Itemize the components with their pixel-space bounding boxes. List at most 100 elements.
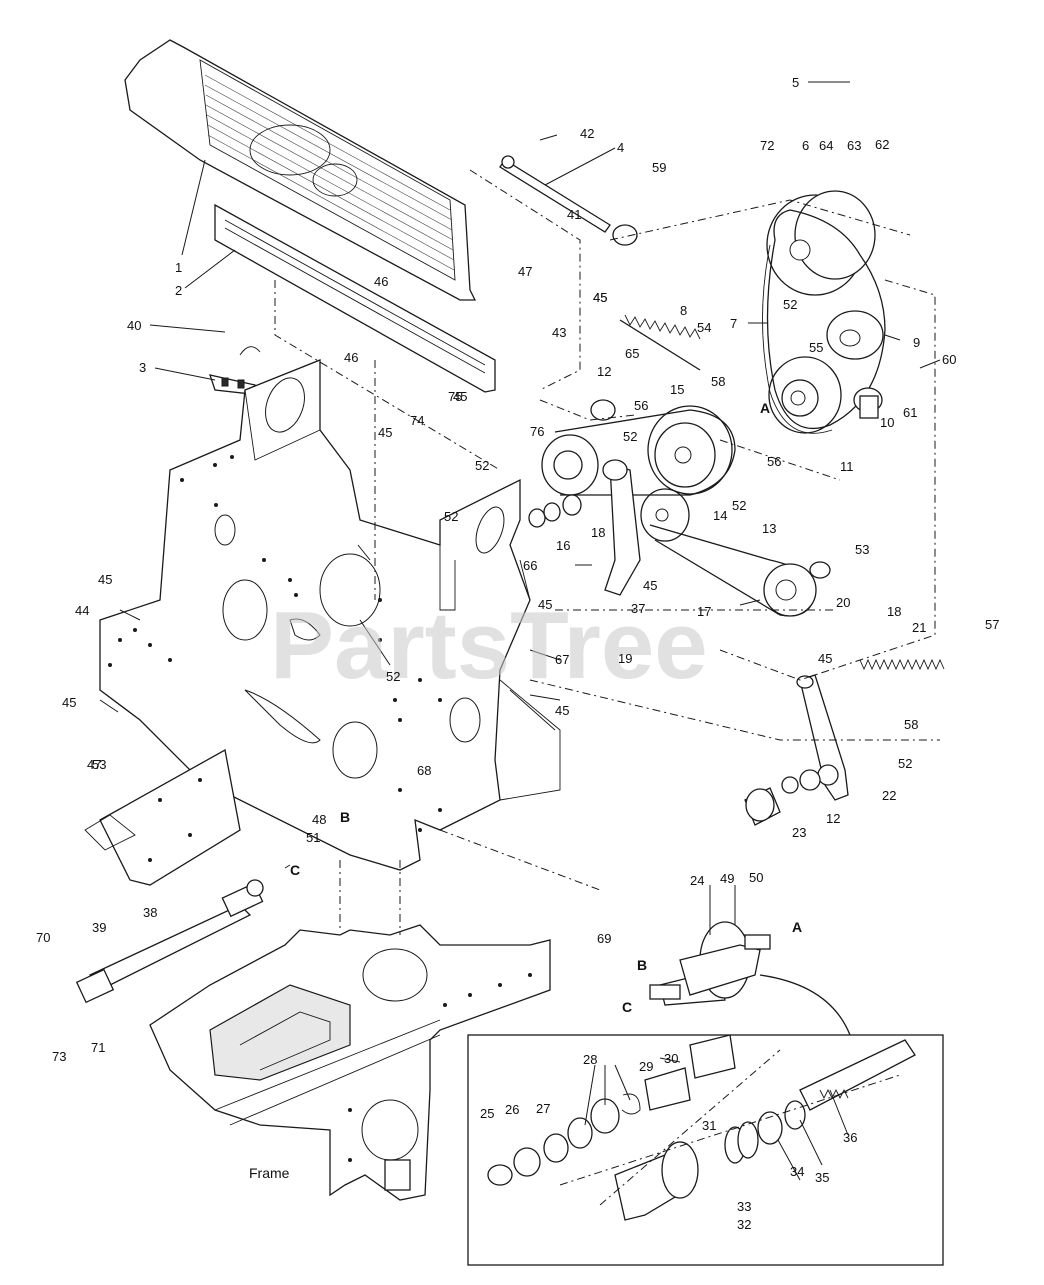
callout: 63 bbox=[847, 138, 861, 153]
callout: 31 bbox=[702, 1118, 716, 1133]
callout: 52 bbox=[386, 669, 400, 684]
callout: 45 bbox=[62, 695, 76, 710]
callout: 57 bbox=[985, 617, 999, 632]
callout: 45 bbox=[453, 389, 467, 404]
callout: 45 bbox=[593, 290, 607, 305]
callout: 67 bbox=[555, 652, 569, 667]
callout: 52 bbox=[623, 429, 637, 444]
callout: 19 bbox=[618, 651, 632, 666]
callout: 25 bbox=[480, 1106, 494, 1121]
connection-lines bbox=[274, 169, 940, 1206]
callout: 50 bbox=[749, 870, 763, 885]
grille-panel bbox=[124, 39, 477, 301]
callout: 45 bbox=[538, 597, 552, 612]
callout: 45 bbox=[98, 572, 112, 587]
callout: 17 bbox=[697, 604, 711, 619]
letter-labels: B C A B C A bbox=[290, 400, 802, 1015]
callout: 64 bbox=[819, 138, 833, 153]
callout: 10 bbox=[880, 415, 894, 430]
callout: 22 bbox=[882, 788, 896, 803]
callout: 38 bbox=[143, 905, 157, 920]
watermark: PartsTree bbox=[270, 592, 708, 699]
callout: 58 bbox=[904, 717, 918, 732]
side-bracket bbox=[84, 748, 241, 886]
letter-label: C bbox=[622, 999, 632, 1015]
mounting-plate bbox=[99, 359, 561, 871]
callout: 72 bbox=[760, 138, 774, 153]
callout: 52 bbox=[898, 756, 912, 771]
callout: 40 bbox=[127, 318, 141, 333]
callout: 14 bbox=[713, 508, 727, 523]
callout: 11 bbox=[840, 459, 854, 474]
callout: 45 bbox=[593, 290, 607, 305]
callout: 47 bbox=[518, 264, 532, 279]
callout: 65 bbox=[625, 346, 639, 361]
bracket-strip bbox=[214, 203, 496, 393]
callout: 27 bbox=[536, 1101, 550, 1116]
callout: 12 bbox=[826, 811, 840, 826]
callout: 18 bbox=[591, 525, 605, 540]
lever-arm bbox=[744, 674, 849, 826]
callout: 23 bbox=[792, 825, 806, 840]
callout: 29 bbox=[639, 1059, 653, 1074]
callout: 33 bbox=[737, 1199, 751, 1214]
callout: 37 bbox=[631, 601, 645, 616]
letter-label: C bbox=[290, 862, 300, 878]
callout: 21 bbox=[912, 620, 926, 635]
callout: 45 bbox=[378, 425, 392, 440]
callout: 45 bbox=[818, 651, 832, 666]
callout: 59 bbox=[652, 160, 666, 175]
callout: 66 bbox=[523, 558, 537, 573]
callout: 39 bbox=[92, 920, 106, 935]
callout: 35 bbox=[815, 1170, 829, 1185]
frame bbox=[149, 924, 551, 1201]
callout: 56 bbox=[767, 454, 781, 469]
callout: 5 bbox=[792, 75, 799, 90]
callout: 52 bbox=[475, 458, 489, 473]
hub-assembly bbox=[649, 921, 771, 1006]
callout: 52 bbox=[444, 509, 458, 524]
leader-lines bbox=[99, 81, 941, 1181]
letter-label: B bbox=[637, 957, 647, 973]
callout: 56 bbox=[634, 398, 648, 413]
callout: 7 bbox=[730, 316, 737, 331]
callout: 69 bbox=[597, 931, 611, 946]
frame-label: Frame bbox=[249, 1165, 290, 1181]
callout: 44 bbox=[75, 603, 89, 618]
callout: 42 bbox=[580, 126, 594, 141]
callout: 12 bbox=[597, 364, 611, 379]
callout: 13 bbox=[762, 521, 776, 536]
spring-lower bbox=[859, 658, 945, 671]
letter-label: A bbox=[760, 400, 770, 416]
callout: 52 bbox=[783, 297, 797, 312]
callout: 49 bbox=[720, 871, 734, 886]
callout: 34 bbox=[790, 1164, 804, 1179]
callout: 47 bbox=[87, 757, 101, 772]
callout: 52 bbox=[732, 498, 746, 513]
pulley-assembly bbox=[528, 190, 886, 617]
callout: 53 bbox=[92, 757, 106, 772]
drive-shaft bbox=[75, 879, 264, 1004]
callout: 41 bbox=[567, 207, 581, 222]
callout: 2 bbox=[175, 283, 182, 298]
callout: 6 bbox=[802, 138, 809, 153]
callout: 54 bbox=[697, 320, 711, 335]
callout: 46 bbox=[344, 350, 358, 365]
callout: 43 bbox=[552, 325, 566, 340]
letter-label: B bbox=[340, 809, 350, 825]
detail-box bbox=[467, 974, 944, 1266]
callout: 75 bbox=[448, 389, 462, 404]
letter-label: A bbox=[792, 919, 802, 935]
callout: 4 bbox=[617, 140, 624, 155]
callout: 16 bbox=[556, 538, 570, 553]
callout: 45 bbox=[555, 703, 569, 718]
callout: 68 bbox=[417, 763, 431, 778]
callout: 45 bbox=[643, 578, 657, 593]
callout: 15 bbox=[670, 382, 684, 397]
spring-upper bbox=[619, 314, 701, 371]
callout: 48 bbox=[312, 812, 326, 827]
callout: 32 bbox=[737, 1217, 751, 1232]
callout: 9 bbox=[913, 335, 920, 350]
callout: 70 bbox=[36, 930, 50, 945]
